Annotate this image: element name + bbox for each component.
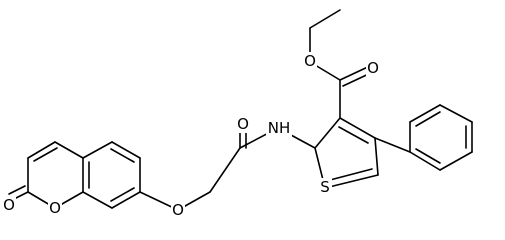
svg-text:O: O [304,52,316,70]
structure-diagram: O O O O NH S O O [2,9,473,217]
atom-nh: NH [266,119,292,137]
svg-text:NH: NH [268,119,291,137]
atom-ring-oxygen: O [48,199,62,217]
atom-ester-oxygen-double: O [366,59,380,77]
atom-ester-oxygen-single: O [303,52,317,70]
atom-label-layer: O O O O NH S O O [2,52,380,217]
atom-sulfur: S [318,178,332,196]
svg-text:O: O [237,115,249,133]
svg-text:O: O [367,59,379,77]
molecule-drawing: O O O O NH S O O [2,9,473,217]
svg-text:S: S [320,178,330,196]
svg-text:O: O [3,196,15,214]
bond-layer [8,9,473,211]
atom-carbonyl-oxygen: O [2,195,16,214]
svg-text:O: O [49,199,61,217]
atom-amide-oxygen: O [236,115,250,133]
svg-text:O: O [172,201,184,217]
atom-ether-oxygen: O [171,201,185,217]
